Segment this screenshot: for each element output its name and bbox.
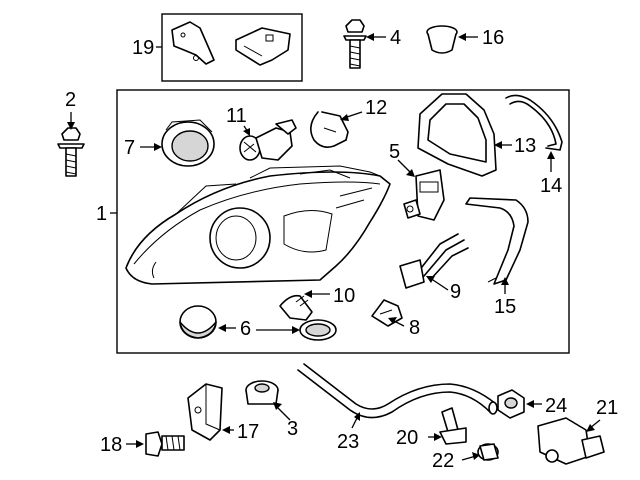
callout-2: 2	[65, 89, 76, 111]
part-22-clip	[477, 443, 499, 461]
part-1-headlamp-housing	[125, 165, 391, 285]
part-5-leveling-actuator	[403, 169, 445, 221]
part-10-side-marker-bulb	[279, 294, 313, 321]
callout-21: 21	[596, 397, 618, 419]
part-15-trim-strip	[465, 197, 529, 285]
callout-18: 18	[100, 434, 122, 456]
part-17-bracket	[187, 383, 223, 441]
callout-11: 11	[226, 105, 247, 127]
callout-12: 12	[365, 97, 387, 119]
callout-10: 10	[333, 285, 355, 307]
part-6-dust-cap	[179, 305, 337, 341]
leader-lines	[67, 33, 601, 461]
callout-13: 13	[514, 135, 536, 157]
callout-9: 9	[450, 281, 461, 303]
part-11-headlight-bulb	[239, 119, 297, 161]
callout-19: 19	[132, 37, 154, 59]
part-3-adjuster	[245, 380, 279, 405]
callout-22: 22	[432, 450, 454, 472]
part-21-sensor	[537, 417, 605, 465]
part-23-hose	[297, 363, 498, 419]
callout-5: 5	[389, 141, 400, 163]
callout-3: 3	[287, 418, 298, 440]
callout-1: 1	[96, 203, 107, 225]
callout-6: 6	[240, 318, 251, 340]
callout-15: 15	[494, 296, 516, 318]
part-24-nozzle	[497, 389, 525, 419]
part-12-retaining-clip	[310, 111, 349, 148]
callout-20: 20	[396, 427, 418, 449]
callout-8: 8	[409, 317, 420, 339]
part-9-bulb-socket-harness	[399, 233, 469, 289]
callout-23: 23	[337, 431, 359, 453]
callout-labels: 1 2 3 4 5 6 7 8 9 10 11 12 13 14 15 16 1…	[65, 27, 618, 472]
part-7-socket-ring	[161, 119, 215, 167]
part-4-bolt	[343, 19, 367, 69]
part-18-bolt	[145, 431, 185, 457]
part-19-bracket-kit	[171, 21, 291, 66]
part-14-seal	[505, 94, 563, 151]
part-16-cap	[426, 25, 458, 54]
part-13-rear-cover	[417, 93, 497, 177]
part-20-pin	[439, 407, 467, 445]
callout-16: 16	[482, 27, 504, 49]
callout-17: 17	[237, 421, 259, 443]
headlamp-assembly-frame	[116, 89, 570, 354]
callout-24: 24	[545, 395, 567, 417]
callout-4: 4	[390, 27, 401, 49]
callout-7: 7	[124, 137, 135, 159]
part-2-bolt	[57, 127, 85, 177]
callout-14: 14	[540, 175, 562, 197]
